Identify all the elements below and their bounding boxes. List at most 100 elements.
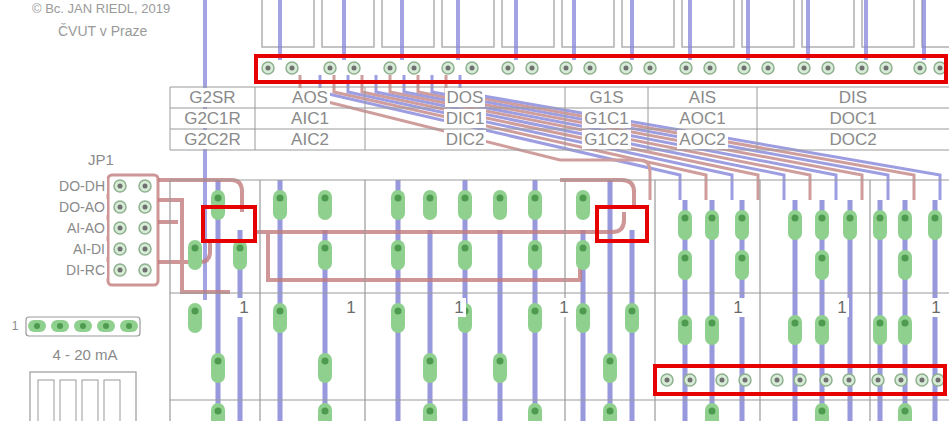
grid-outline <box>170 292 949 293</box>
small-pad-row <box>716 374 728 386</box>
top-connectors <box>262 0 314 47</box>
jumper-signal-box: DI-RC <box>20 261 107 279</box>
pin-number: 1 <box>344 298 357 317</box>
highlight-box <box>256 56 946 82</box>
table-cell-box: DIS <box>757 87 949 108</box>
top-vertical-traces <box>400 0 404 60</box>
jumper-signal-box: DO-AO <box>20 198 107 216</box>
small-pad-row <box>684 374 696 386</box>
jumper-signal: DO-DH <box>57 178 107 194</box>
grid-outline <box>259 180 260 421</box>
grid-outline <box>170 399 949 400</box>
jp1-footprint <box>114 180 126 192</box>
grid-pads <box>603 353 617 383</box>
table-cell-box: DOC1 <box>757 108 949 129</box>
pin-number-box: 1 <box>236 298 252 318</box>
grid-outline <box>170 179 949 180</box>
grid-pads <box>458 190 472 220</box>
jumper-signal-box: AI-AO <box>20 219 107 237</box>
table-grid <box>255 87 256 150</box>
jp1-footprint <box>139 264 151 276</box>
small-pad-row <box>739 374 751 386</box>
grid-pads <box>576 190 590 220</box>
table-cell: G1S <box>587 88 625 107</box>
table-cell: AOC2 <box>677 130 727 149</box>
grid-pads <box>678 250 692 280</box>
grid-vertical-traces <box>498 230 503 421</box>
top-connectors <box>562 0 614 47</box>
grid-pads <box>815 250 829 280</box>
highlight-boxes <box>655 366 945 394</box>
top-pad-row <box>262 62 946 74</box>
pin-number-box: 1 <box>451 298 467 318</box>
jumper-signal: AI-AO <box>65 220 107 236</box>
table-grid <box>170 87 949 88</box>
diagonal-traces <box>418 75 862 200</box>
top-pad-row <box>384 62 396 74</box>
top-vertical-traces <box>630 0 634 60</box>
top-pad-row <box>442 62 454 74</box>
top-connectors <box>622 0 674 47</box>
grid-pads <box>705 210 719 240</box>
jp1-footprint <box>114 201 126 213</box>
top-vertical-traces <box>342 0 346 60</box>
top-pad-row <box>466 62 478 74</box>
pin-number: 1 <box>10 319 21 333</box>
grid-pads <box>928 210 942 240</box>
small-pad-row <box>843 374 855 386</box>
grid-pads <box>705 315 719 345</box>
grid-pads <box>188 240 202 270</box>
pin-number-box: 1 <box>730 298 746 318</box>
top-vertical-traces <box>688 0 692 60</box>
grid-pads <box>273 190 287 220</box>
grid-pads <box>493 190 507 220</box>
top-pad-row <box>856 62 868 74</box>
grid-pads <box>625 303 639 333</box>
terminal-connector <box>38 380 54 421</box>
table-cell-box: AIC1 <box>255 108 365 129</box>
jp1-footprint <box>108 175 158 285</box>
terminal-connector <box>26 317 140 421</box>
table-cell-box: AOS <box>255 87 365 108</box>
grid-pads <box>603 403 617 421</box>
institution-name: ČVUT v Praze <box>56 23 149 39</box>
top-vertical-traces <box>922 0 926 60</box>
pin-number-box: 1 <box>8 318 22 334</box>
table-cell-box: AIC2 <box>255 129 365 150</box>
jp1-footprint <box>108 175 158 285</box>
table-cell-box: AOC1 <box>648 108 757 129</box>
table-cell-box: DOC2 <box>757 129 949 150</box>
top-pad-row <box>348 62 360 74</box>
table-cell-box: DIC1 <box>365 108 565 129</box>
table-grid <box>565 87 566 150</box>
terminal-connector <box>97 320 115 332</box>
table-cell-box: G2C2R <box>170 129 255 150</box>
grid-vertical-traces <box>608 180 613 421</box>
grid-pads <box>678 315 692 345</box>
terminal-connector <box>82 380 98 421</box>
terminal-connector <box>74 320 92 332</box>
table-cell: AOC1 <box>677 109 727 128</box>
table-cell: AIC2 <box>289 130 331 149</box>
jumper-name: JP1 <box>86 151 116 168</box>
grid-pads <box>423 190 437 220</box>
grid-vertical-traces <box>218 180 935 421</box>
grid-pads <box>423 353 437 383</box>
table-cell-box: G2SR <box>170 87 255 108</box>
jumper-signal: AI-DI <box>71 241 107 257</box>
top-pad-row <box>914 62 926 74</box>
small-pad-row <box>932 374 944 386</box>
grid-pads <box>211 403 225 421</box>
grid-pads <box>528 240 542 270</box>
grid-pads <box>318 403 332 421</box>
pin-number: 1 <box>237 298 250 317</box>
table-grid <box>365 87 366 150</box>
top-pad-row <box>738 62 750 74</box>
jumper-signal: DO-AO <box>57 199 107 215</box>
small-pad-row <box>872 374 884 386</box>
table-grid <box>170 87 949 150</box>
table-cell: G2SR <box>187 88 237 107</box>
diagonal-traces <box>432 75 888 200</box>
